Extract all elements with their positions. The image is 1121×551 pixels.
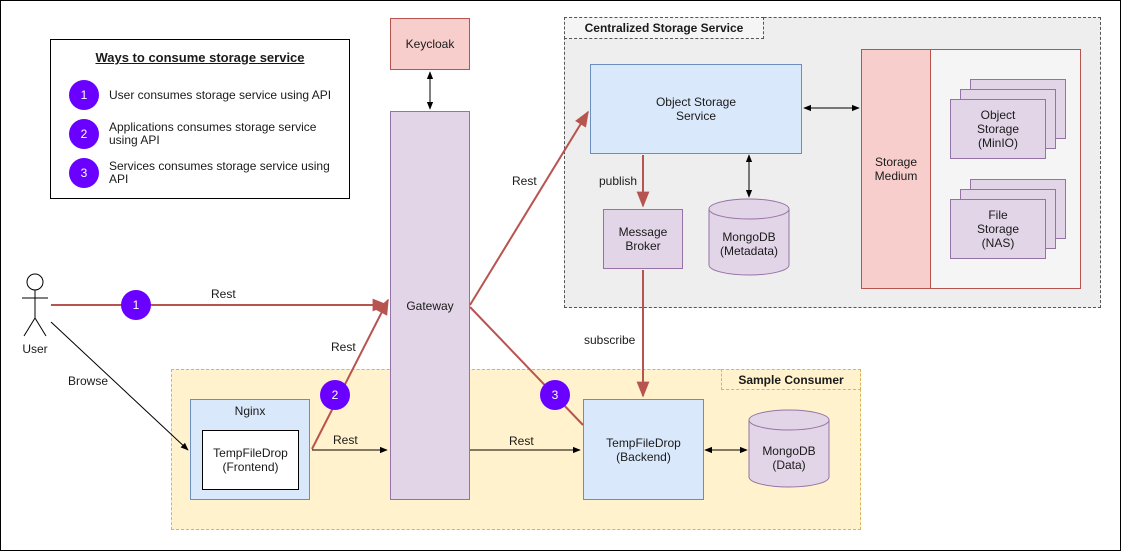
user-actor-icon bbox=[22, 273, 48, 337]
gateway-backend-rest-label: Rest bbox=[509, 434, 534, 448]
mongodb-metadata-cylinder bbox=[708, 198, 790, 276]
legend-item-text: User consumes storage service using API bbox=[109, 87, 332, 102]
publish-label: publish bbox=[599, 174, 638, 188]
object-storage-minio-node: Object Storage (MinIO) bbox=[950, 99, 1046, 159]
sample-consumer-title: Sample Consumer bbox=[721, 369, 861, 390]
legend-item: 3 Services consumes storage service usin… bbox=[59, 158, 339, 188]
message-broker-node: Message Broker bbox=[603, 209, 683, 269]
badge-two-icon: 2 bbox=[69, 119, 99, 149]
legend-item-text: Services consumes storage service using … bbox=[109, 159, 330, 186]
legend-title: Ways to consume storage service bbox=[95, 50, 305, 65]
user-rest-label: Rest bbox=[211, 287, 236, 301]
tempfiledrop-backend-node: TempFileDrop (Backend) bbox=[583, 399, 704, 500]
browse-label: Browse bbox=[68, 374, 109, 388]
centralized-storage-title: Centralized Storage Service bbox=[564, 17, 764, 39]
gateway-object-storage-edge bbox=[469, 110, 589, 306]
badge-three-icon: 3 bbox=[69, 158, 99, 188]
file-storage-nas-node: File Storage (NAS) bbox=[950, 199, 1046, 259]
gateway-node: Gateway bbox=[390, 111, 470, 500]
subscribe-label: subscribe bbox=[584, 333, 636, 347]
legend-item: 2 Applications consumes storage service … bbox=[59, 119, 339, 149]
mongodb-metadata-label: MongoDB (Metadata) bbox=[719, 230, 779, 258]
user-label: User bbox=[22, 342, 48, 356]
mongodb-data-cylinder bbox=[748, 409, 830, 488]
frontend-rest-label: Rest bbox=[333, 433, 358, 447]
badge-two-icon: 2 bbox=[320, 380, 350, 410]
legend-item-text: Applications consumes storage service us… bbox=[109, 120, 317, 147]
storage-medium-node: Storage Medium bbox=[861, 49, 931, 289]
frontend-gateway-rest-edge bbox=[311, 298, 389, 450]
frontend-rest-up-label: Rest bbox=[331, 340, 356, 354]
legend-item: 1 User consumes storage service using AP… bbox=[59, 80, 339, 110]
user-nginx-edge bbox=[50, 321, 189, 451]
badge-three-icon: 3 bbox=[540, 380, 570, 410]
backend-gateway-edge bbox=[469, 306, 584, 426]
keycloak-node: Keycloak bbox=[390, 18, 470, 70]
legend-panel bbox=[50, 39, 350, 199]
nginx-label: Nginx bbox=[234, 404, 266, 418]
badge-one-icon: 1 bbox=[121, 290, 151, 320]
tempfiledrop-frontend-node: TempFileDrop (Frontend) bbox=[202, 430, 299, 490]
mongodb-data-label: MongoDB (Data) bbox=[762, 444, 816, 472]
badge-one-icon: 1 bbox=[69, 80, 99, 110]
object-storage-service-node: Object Storage Service bbox=[590, 64, 802, 154]
gateway-object-rest-label: Rest bbox=[512, 174, 537, 188]
